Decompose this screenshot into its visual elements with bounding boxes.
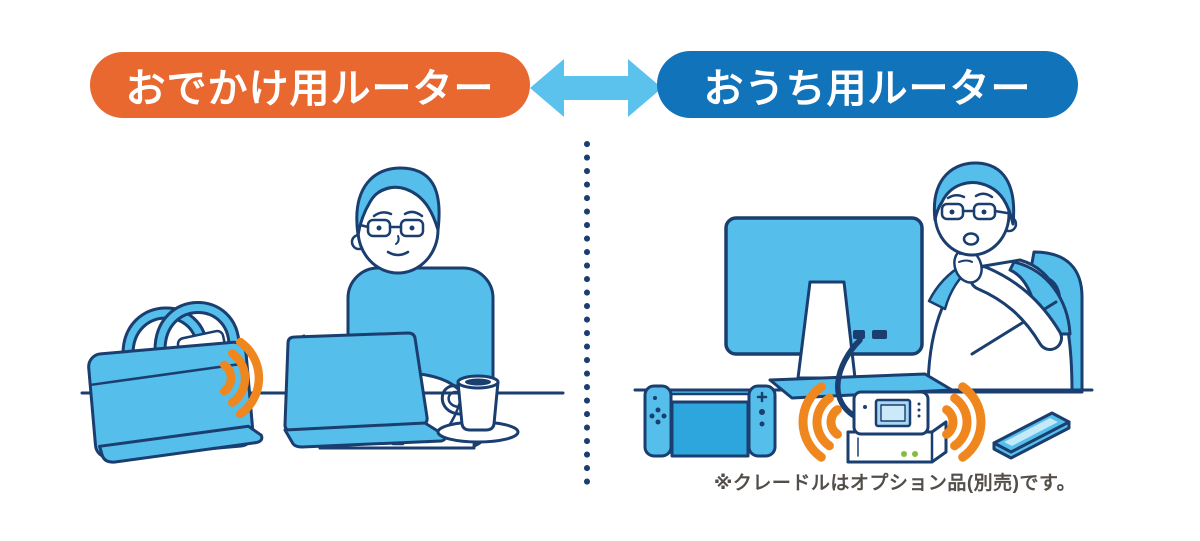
vertical-dotted-divider	[583, 139, 591, 487]
glasses-icon	[358, 218, 425, 238]
home-router-label: おうち用ルーター	[657, 51, 1078, 118]
outing-router-label-text: おでかけ用ルーター	[125, 67, 495, 111]
cradle-option-note: ※クレードルはオプション品(別売)です。	[650, 468, 1140, 495]
cradle-option-note-text: ※クレードルはオプション品(別売)です。	[713, 473, 1077, 494]
wifi-waves-icon	[798, 382, 842, 462]
man-thinking-icon	[926, 161, 1074, 394]
double-arrow-icon	[528, 55, 664, 121]
game-console-dock-icon	[643, 384, 777, 458]
briefcase-icon	[87, 301, 264, 464]
outing-router-label: おでかけ用ルーター	[90, 52, 530, 118]
router-on-cradle-icon	[846, 390, 948, 464]
outing-scene-illustration	[80, 140, 565, 490]
smartphone-icon	[992, 411, 1071, 460]
coffee-cup-icon	[436, 374, 520, 444]
glasses-icon	[940, 202, 1009, 221]
home-scene-illustration	[620, 150, 1120, 505]
wifi-waves-icon	[219, 337, 264, 419]
home-router-label-text: おうち用ルーター	[703, 66, 1032, 111]
wifi-waves-icon	[942, 382, 986, 462]
